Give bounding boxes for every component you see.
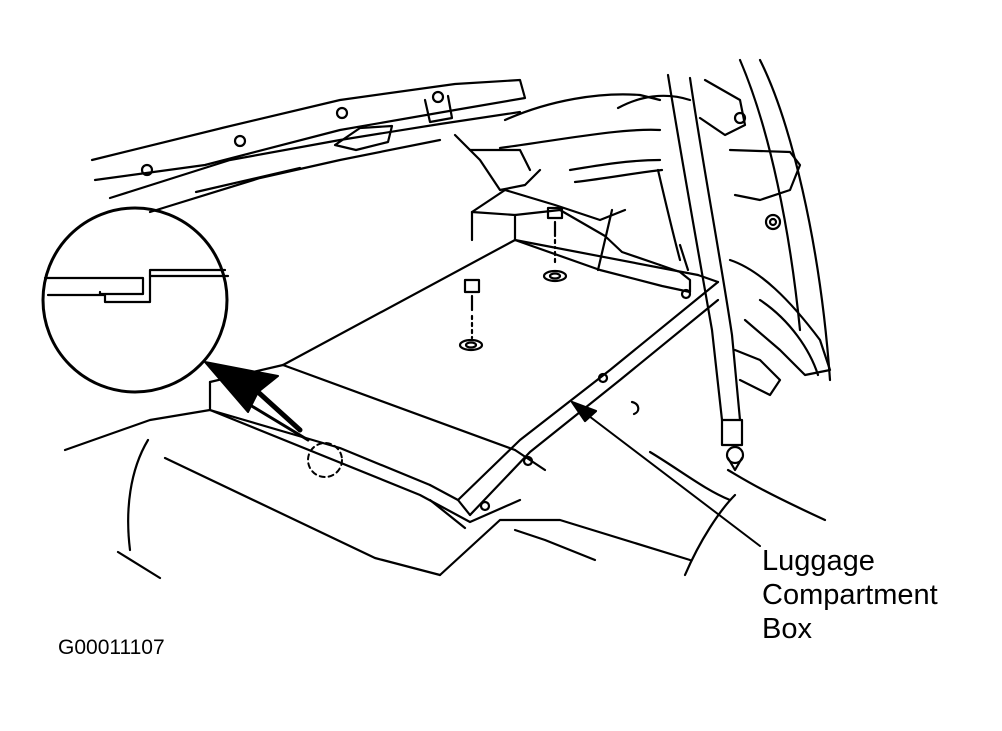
rear-pillar-structure <box>453 58 832 397</box>
detail-arrow <box>204 361 310 442</box>
mounting-bolts <box>458 206 568 352</box>
figure-code: G00011107 <box>58 636 165 659</box>
callout-line-1: Luggage <box>762 545 875 577</box>
trunk-floor <box>63 408 827 580</box>
callout-line-2: Compartment <box>762 579 938 611</box>
callout-leader <box>570 400 761 547</box>
callout-line-3: Box <box>762 613 812 645</box>
rear-package-shelf <box>90 78 527 214</box>
seat-belt <box>656 73 745 472</box>
detail-zoom-callout <box>41 206 343 478</box>
luggage-compartment-box-label: Luggage Compartment Box <box>762 544 938 646</box>
luggage-compartment-box <box>208 188 720 530</box>
